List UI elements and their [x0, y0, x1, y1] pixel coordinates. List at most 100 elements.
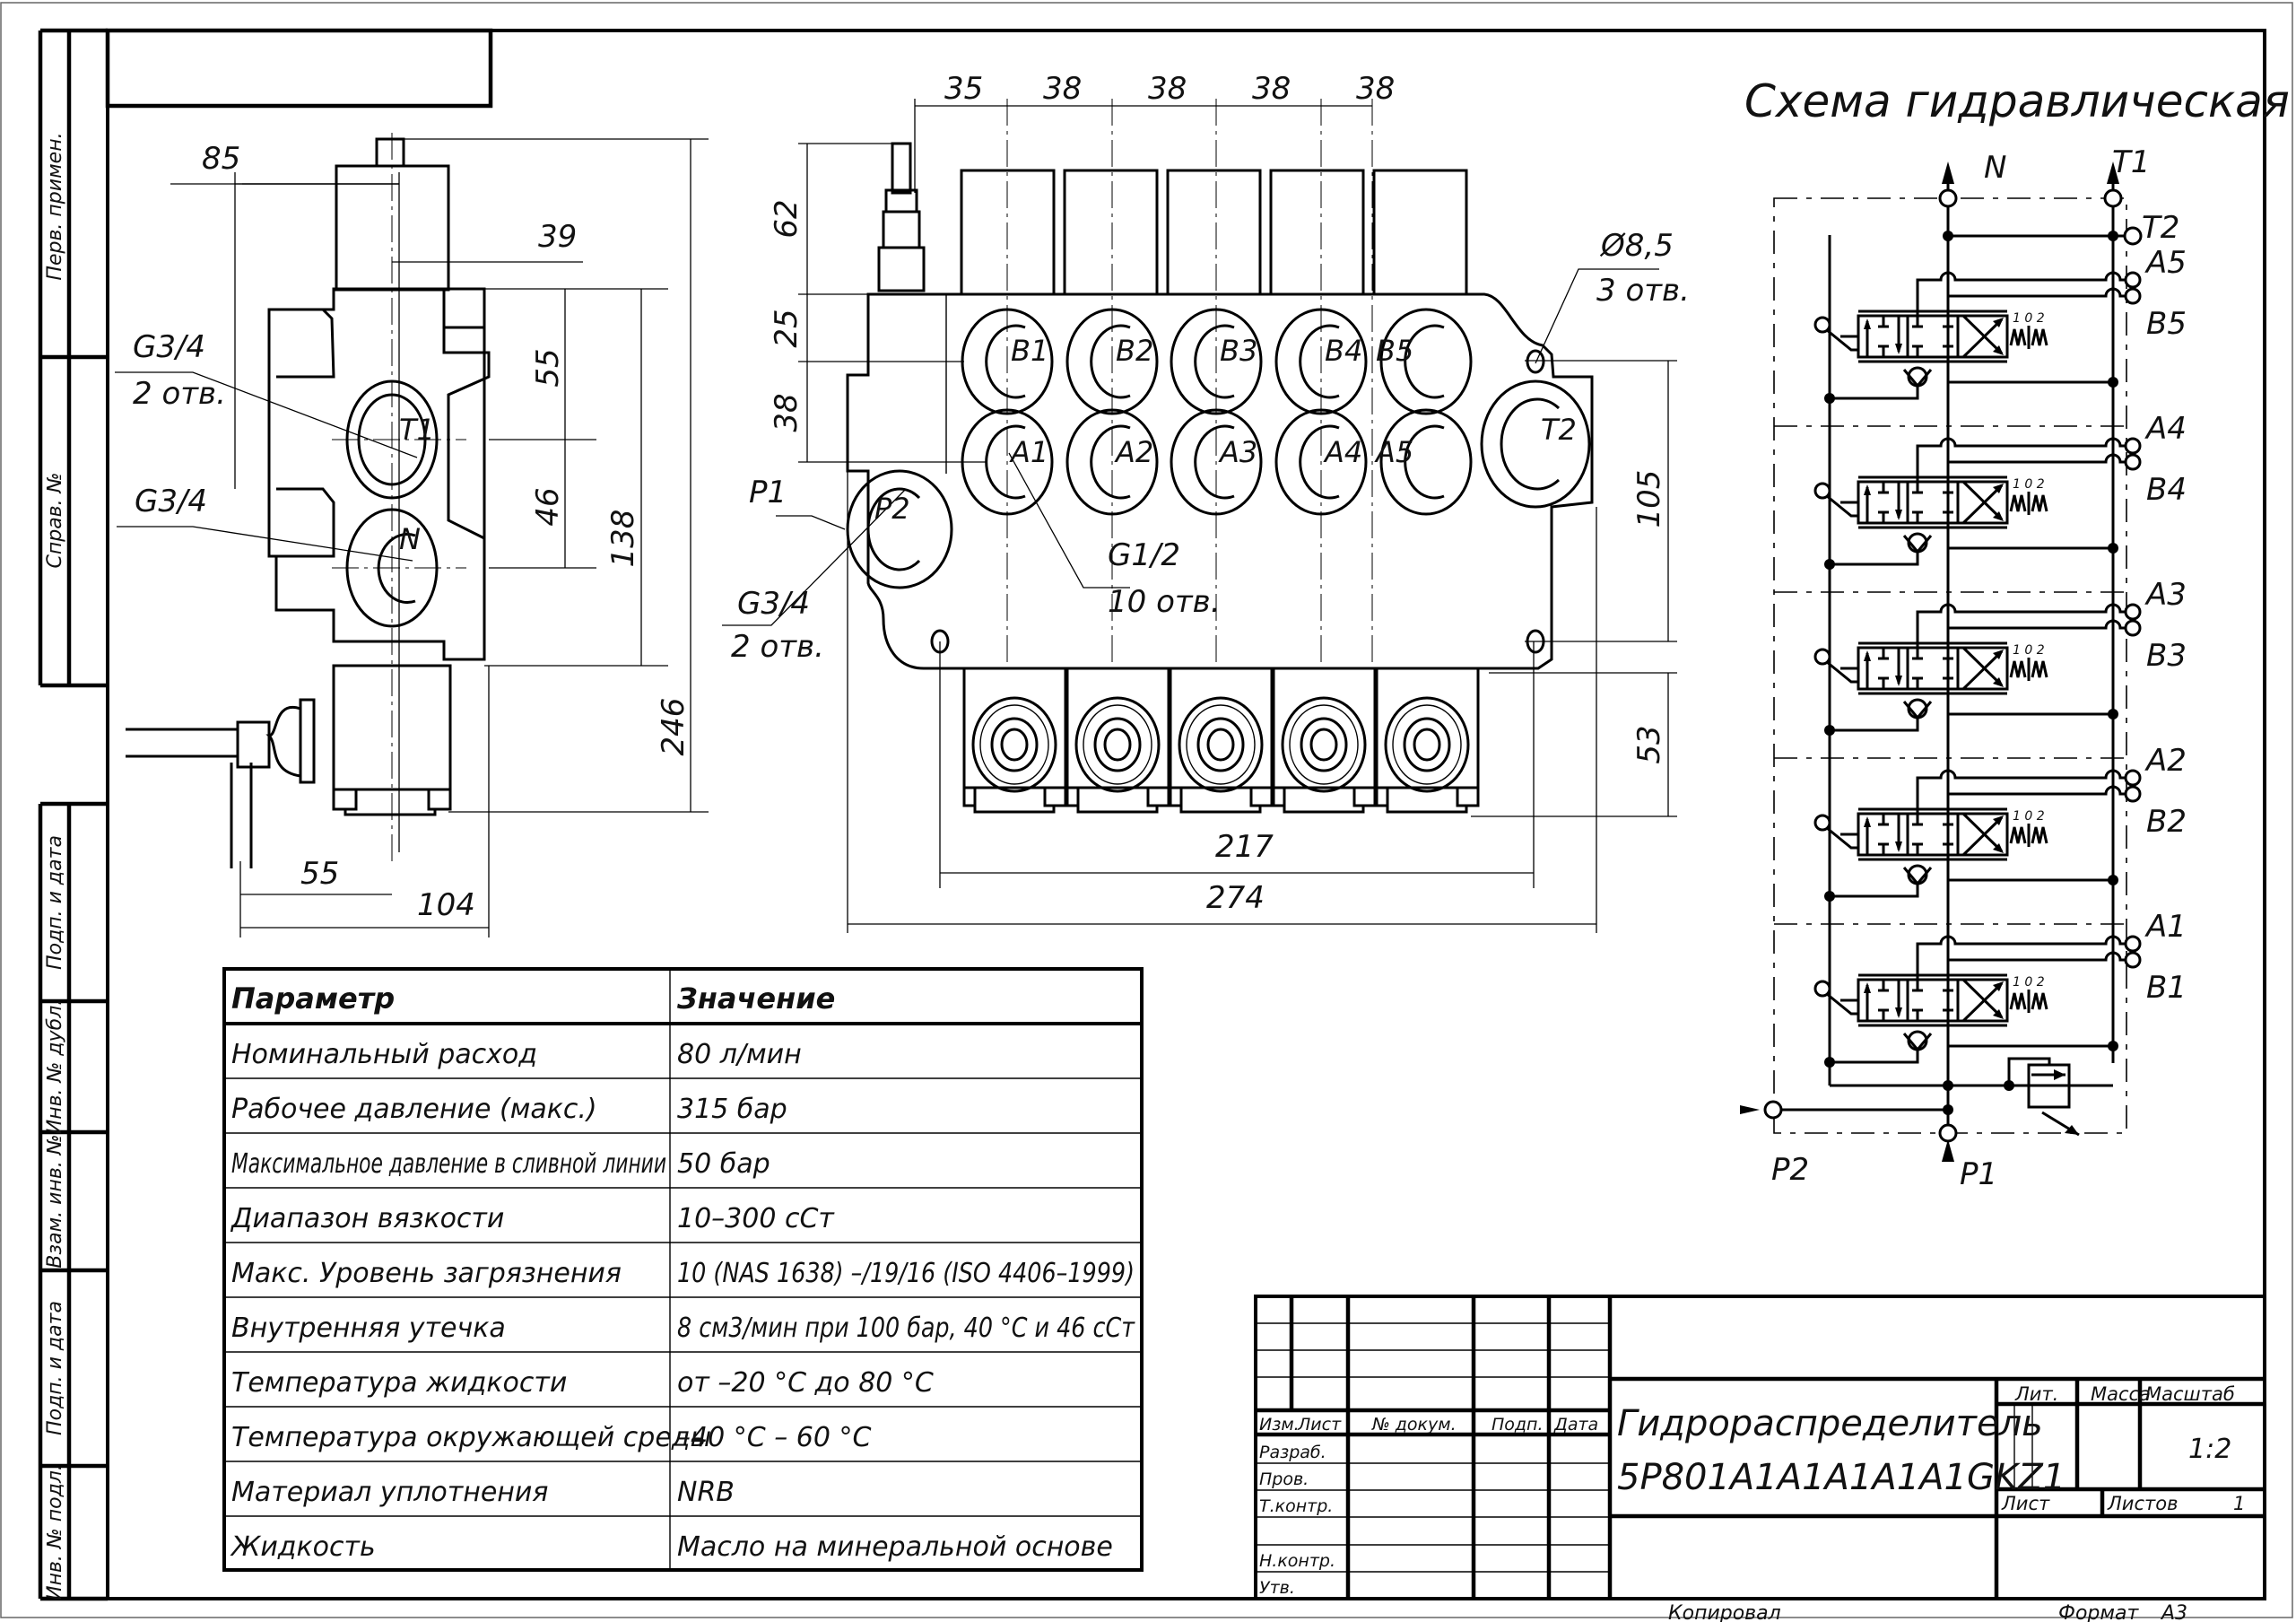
tb-role-tkontr: Т.контр.	[1259, 1496, 1333, 1516]
spec-table-row: Внутренняя утечка 8 см3/мин при 100 бар, …	[231, 1312, 1135, 1344]
dim-side-h-138: 138	[605, 510, 641, 568]
spool-end-cap	[962, 667, 1067, 814]
work-port-symbol	[1379, 308, 1473, 415]
spool-positions-label: 1 0 2	[2013, 477, 2045, 492]
inlet-port-p2-symbol	[846, 469, 953, 589]
port-label-b4: B4	[1325, 334, 1362, 368]
dim-front-v-53: 53	[1631, 725, 1667, 763]
arrow-up-icon	[1942, 161, 1954, 184]
dim-pitch-38-4: 38	[1356, 71, 1395, 107]
port-label-a3: A3	[1218, 435, 1257, 469]
spec-value-cell: 10–300 сСт	[677, 1203, 835, 1234]
spool-positions-label: 1 0 2	[2013, 643, 2045, 658]
port-a-symbol	[2124, 437, 2142, 455]
spec-param-cell: Жидкость	[230, 1531, 376, 1563]
port-label-b3: B3	[1220, 334, 1257, 368]
schematic-label-t2: T2	[2142, 210, 2179, 246]
spec-table-header: Параметр	[231, 981, 395, 1016]
port-p2-symbol	[1763, 1100, 1783, 1120]
spec-param-cell: Номинальный расход	[231, 1039, 537, 1070]
dim-pitch-35: 35	[944, 71, 983, 107]
side-view-dimensions	[115, 138, 709, 937]
dim-pitch-38-1: 38	[1043, 71, 1082, 107]
dim-front-v-25: 25	[769, 309, 804, 347]
port-label-b5: B5	[1376, 334, 1413, 368]
spool-end-cap	[1272, 667, 1377, 814]
spec-value-cell: NRB	[677, 1477, 735, 1508]
spec-value-cell: –40 °С – 60 °С	[677, 1422, 871, 1453]
dim-side-w-104: 104	[417, 887, 475, 923]
spec-value-cell: 8 см3/мин при 100 бар, 40 °С и 46 сСт	[677, 1312, 1135, 1344]
spool-positions-label: 1 0 2	[2013, 311, 2045, 326]
spec-param-cell: Максимальное давление в сливной линии	[231, 1148, 666, 1180]
arrow-right-icon	[1740, 1105, 1760, 1114]
tb-scale-value: 1:2	[2188, 1434, 2231, 1465]
schematic-label-b: B1	[2146, 970, 2187, 1006]
spec-param-cell: Материал уплотнения	[231, 1477, 548, 1508]
spec-param-cell: Внутренняя утечка	[231, 1312, 506, 1344]
dim-pitch-38-3: 38	[1252, 71, 1291, 107]
schematic-label-b: B3	[2146, 638, 2187, 674]
dim-front-h-217: 217	[1215, 829, 1274, 865]
front-view-drawing	[846, 142, 1594, 670]
work-port-symbol	[1379, 408, 1473, 516]
spec-value-cell: 10 (NAS 1638) –/19/16 (ISO 4406–1999)	[677, 1258, 1135, 1289]
tb-lit-label: Лит.	[2014, 1383, 2058, 1405]
dim-front-v-38: 38	[769, 393, 804, 432]
port-b-symbol	[2124, 951, 2142, 969]
dim-side-h-46: 46	[530, 487, 566, 526]
side-view-drawing	[126, 133, 491, 868]
port-a-symbol	[2124, 935, 2142, 953]
schematic-label-a: A4	[2144, 411, 2187, 447]
spec-value-cell: от –20 °С до 80 °С	[677, 1367, 934, 1399]
spool-end-cap	[1375, 667, 1480, 814]
dim-front-v-105: 105	[1631, 470, 1667, 528]
port-b-symbol	[2124, 453, 2142, 471]
dim-side-offset-39: 39	[538, 219, 577, 255]
port-a-symbol	[2124, 603, 2142, 621]
tb-header-list: Лист	[1297, 1415, 1342, 1435]
tb-header-date: Дата	[1553, 1415, 1598, 1435]
port-label-n: N	[399, 522, 421, 556]
stamp-label-inv-podl: Инв. № подл.	[44, 1464, 66, 1600]
port-b-symbol	[2124, 619, 2142, 637]
tb-mass-label: Масса	[2091, 1383, 2151, 1405]
tank-port-t2-symbol	[1480, 379, 1591, 509]
spool-positions-label: 1 0 2	[2013, 975, 2045, 990]
top-left-stamp-box	[105, 28, 493, 109]
spec-param-cell: Температура жидкости	[231, 1367, 567, 1399]
tb-header-sign: Подп.	[1492, 1415, 1544, 1435]
spec-table-row: Жидкость Масло на минеральной основе	[230, 1531, 1113, 1563]
spec-value-cell: 315 бар	[677, 1094, 787, 1125]
schematic-label-p1: P1	[1960, 1156, 1997, 1192]
dim-side-width-85: 85	[202, 141, 240, 177]
spec-table-grid	[222, 967, 1144, 1572]
spec-param-cell: Рабочее давление (макс.)	[231, 1094, 597, 1125]
port-b-symbol	[2124, 785, 2142, 803]
port-label-a5: A5	[1374, 435, 1413, 469]
spec-param-cell: Диапазон вязкости	[230, 1203, 504, 1234]
tb-sheet-label: Лист	[2001, 1493, 2050, 1514]
stamp-label-perv-primen: Перв. примен.	[44, 132, 66, 280]
callout-inlet-count: 2 отв.	[731, 629, 824, 665]
schematic-label-p2: P2	[1771, 1152, 1809, 1188]
schematic-label-n: N	[1984, 150, 2006, 186]
spec-param-cell: Температура окружающей среды	[231, 1422, 711, 1453]
tb-copied-label: Копировал	[1668, 1602, 1781, 1622]
tb-format-label: Формат	[2058, 1602, 2139, 1622]
tb-role-utv: Утв.	[1259, 1578, 1295, 1598]
schematic-label-a: A5	[2144, 245, 2187, 281]
spec-table-row: Номинальный расход 80 л/мин	[231, 1039, 802, 1070]
callout-work-port-count: 10 отв.	[1108, 584, 1221, 620]
spec-value-cell: Масло на минеральной основе	[677, 1531, 1113, 1563]
callout-mount-hole-dia: Ø8,5	[1599, 228, 1674, 264]
spec-value-cell: 80 л/мин	[677, 1039, 802, 1070]
schematic-label-a: A1	[2144, 909, 2187, 945]
